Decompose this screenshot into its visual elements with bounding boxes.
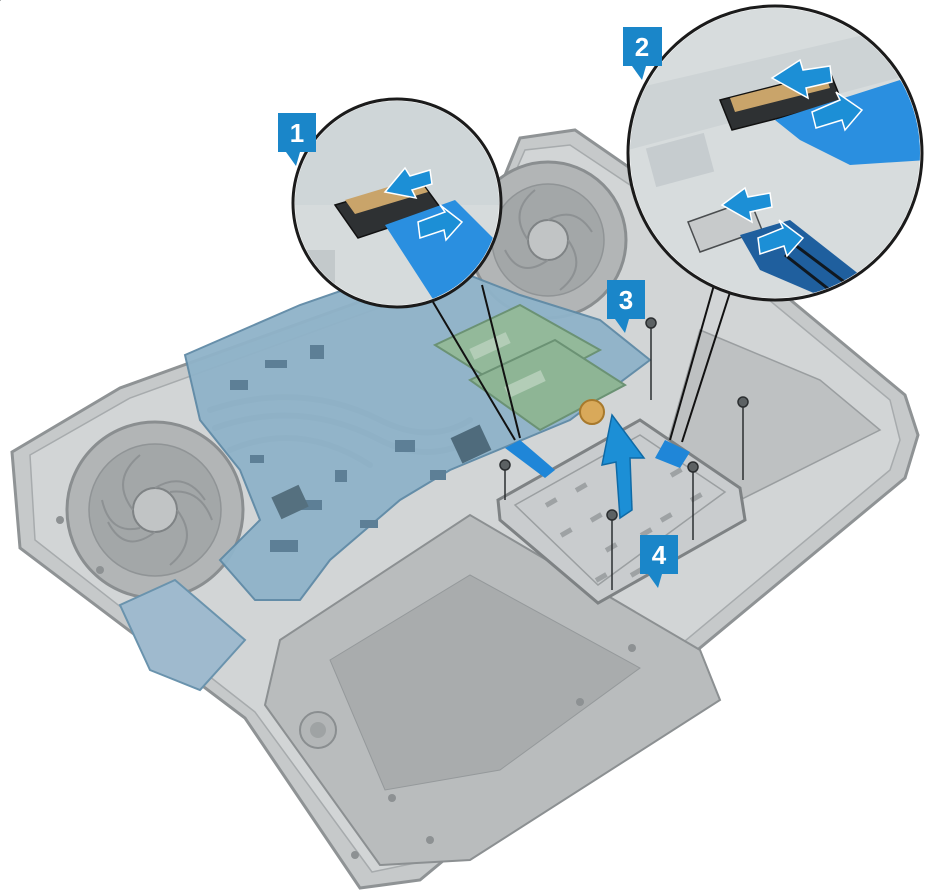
bracket-inner bbox=[513, 434, 727, 586]
cable-arrow-1 bbox=[417, 204, 464, 242]
screw-2 bbox=[606, 509, 618, 590]
callout-1-label: 1 bbox=[290, 118, 304, 148]
screw-3 bbox=[687, 461, 699, 540]
screws bbox=[499, 317, 749, 590]
cable-arrow-2b bbox=[757, 219, 805, 258]
touchpad-cable bbox=[505, 440, 555, 478]
screw-5 bbox=[645, 317, 657, 400]
screw-4 bbox=[737, 396, 749, 480]
battery-texture bbox=[0, 0, 1, 1]
leader-lines bbox=[432, 282, 734, 443]
keyboard-backlight-cable bbox=[655, 440, 690, 468]
chip-2 bbox=[271, 484, 309, 520]
zoom-circle-2 bbox=[626, 4, 924, 302]
battery-pad bbox=[329, 574, 641, 791]
callout-1: 1 bbox=[278, 113, 316, 166]
cable-arrow-2a bbox=[811, 91, 864, 132]
callout-4: 4 bbox=[640, 535, 678, 588]
ram-modules bbox=[432, 303, 627, 432]
callout-3: 3 bbox=[607, 280, 645, 333]
lift-arrow bbox=[601, 413, 646, 520]
latch-arrow-2a bbox=[770, 58, 833, 100]
speaker-left-core bbox=[310, 722, 326, 738]
io-board bbox=[118, 578, 247, 692]
left-fan bbox=[65, 420, 245, 600]
callout-3-label: 3 bbox=[619, 285, 633, 315]
latch-arrow-2b bbox=[720, 186, 773, 224]
chip-1 bbox=[450, 424, 492, 464]
screw-holes bbox=[56, 516, 636, 859]
callout-2: 2 bbox=[623, 27, 662, 80]
callout-2-label: 2 bbox=[635, 32, 649, 62]
callout-4-label: 4 bbox=[652, 540, 667, 570]
screw-1 bbox=[499, 459, 511, 500]
latch-arrow-1 bbox=[383, 166, 433, 200]
board-components bbox=[230, 345, 446, 552]
